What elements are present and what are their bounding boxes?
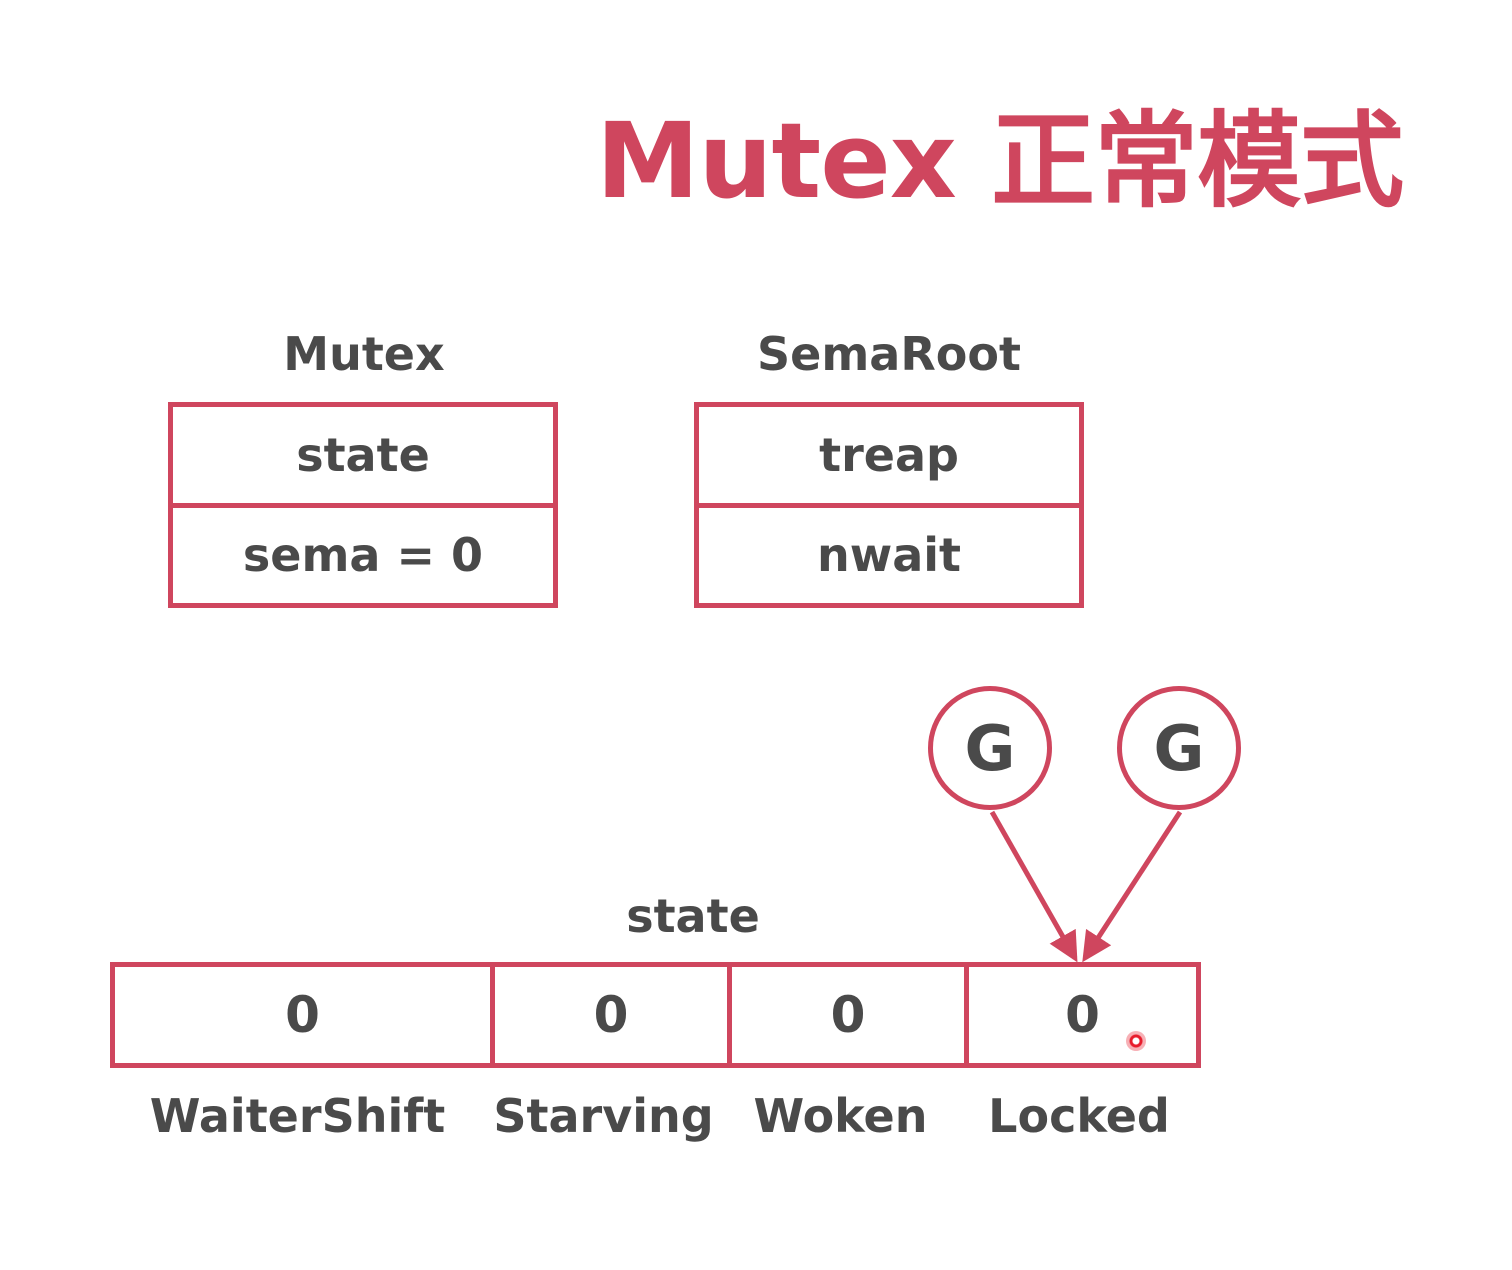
semaroot-struct-box: treap nwait [694, 402, 1084, 608]
mutex-struct-box: state sema = 0 [168, 402, 558, 608]
bit-starving-label: Starving [493, 1089, 714, 1143]
semaroot-field-nwait: nwait [699, 502, 1079, 604]
bit-locked-label: Locked [988, 1089, 1170, 1143]
semaroot-struct-label: SemaRoot [757, 327, 1021, 381]
pointer-cursor-icon [1126, 1031, 1146, 1051]
state-bits-row: 0 0 0 0 [110, 962, 1201, 1068]
bit-woken-value: 0 [727, 967, 964, 1063]
arrow-g2-to-locked [1082, 810, 1183, 963]
bit-waitershift-label: WaiterShift [149, 1089, 446, 1143]
bit-starving-value: 0 [490, 967, 727, 1063]
bit-locked-value: 0 [964, 967, 1196, 1063]
mutex-field-sema: sema = 0 [173, 502, 553, 604]
goroutine-node-1: G [928, 686, 1052, 810]
mutex-struct-label: Mutex [283, 327, 445, 381]
arrow-g1-to-locked [989, 810, 1078, 963]
state-bits-title: state [626, 889, 760, 943]
semaroot-field-treap: treap [819, 427, 959, 482]
page-title: Mutex 正常模式 [596, 100, 1404, 222]
mutex-field-state: state [296, 427, 430, 482]
bit-woken-label: Woken [753, 1089, 928, 1143]
bit-waitershift-value: 0 [285, 986, 320, 1044]
goroutine-node-2: G [1117, 686, 1241, 810]
